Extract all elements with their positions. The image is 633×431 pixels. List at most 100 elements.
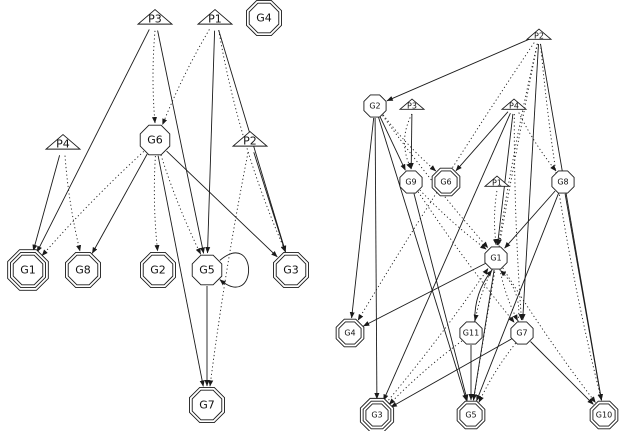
left-node-G7[interactable]: G7	[188, 387, 226, 423]
octagon-shape	[142, 254, 174, 286]
node-label: P4	[509, 102, 519, 111]
left-node-G3[interactable]: G3	[273, 251, 309, 288]
right-edge-P4-to-G8	[518, 112, 557, 172]
right-edge-G2-to-G5	[378, 117, 468, 402]
right-node-G6[interactable]: G6	[431, 167, 461, 197]
node-label: G7	[516, 329, 527, 338]
right-node-G1[interactable]: G1	[484, 246, 508, 270]
right-edge-G8-to-G1	[504, 190, 556, 249]
right-edge-G2-to-G6	[382, 114, 437, 172]
right-edge-G1-to-G7	[499, 269, 519, 321]
node-label: G1	[20, 264, 36, 277]
octagon-shape	[459, 403, 483, 427]
right-edge-G7-to-G10	[530, 341, 594, 405]
right-node-G9[interactable]: G9	[399, 170, 423, 194]
left-node-P4[interactable]: P4	[44, 133, 82, 151]
right-node-P2[interactable]: P2	[525, 28, 553, 41]
node-label: G11	[463, 329, 479, 338]
left-node-G5[interactable]: G5	[191, 254, 223, 286]
left-edge-G6-to-G5	[160, 154, 202, 255]
left-node-G8[interactable]: G8	[64, 251, 102, 288]
triangle-shape	[136, 8, 174, 25]
right-edge-P3-to-G9	[404, 113, 413, 170]
left-edge-P4-to-G8	[64, 155, 82, 252]
left-node-G2[interactable]: G2	[139, 251, 177, 288]
right-edge-P2-to-G2	[386, 38, 531, 102]
right-node-G5[interactable]: G5	[456, 400, 486, 430]
right-edge-G2-to-G3	[374, 117, 380, 400]
right-edge-P4-to-G7	[513, 113, 524, 321]
left-node-P2[interactable]: P2	[231, 130, 269, 148]
node-label: P2	[243, 135, 257, 148]
node-label: G6	[147, 134, 163, 147]
right-edge-G8-to-G10	[564, 193, 603, 401]
right-edge-P4-to-G3	[383, 113, 511, 401]
octagon-shape	[248, 2, 280, 34]
left-node-P3[interactable]: P3	[136, 8, 174, 26]
node-label: P2	[534, 32, 544, 41]
octagon-shape	[592, 403, 616, 427]
left-node-G6[interactable]: G6	[139, 124, 171, 156]
octagon-shape	[459, 321, 483, 345]
node-label: P4	[56, 138, 70, 151]
node-label: G3	[283, 264, 299, 277]
node-label: P1	[492, 179, 502, 188]
right-node-G2[interactable]: G2	[363, 94, 387, 118]
right-edge-P4-to-G6	[455, 111, 509, 172]
left-edge-G5-to-G5	[219, 252, 250, 288]
left-edge-P2-to-G3	[253, 152, 286, 253]
right-node-G4[interactable]: G4	[335, 318, 365, 348]
right-graph-edges	[349, 38, 603, 408]
left-node-P1[interactable]: P1	[196, 8, 234, 26]
node-label: G10	[596, 411, 612, 420]
octagon-shape	[399, 170, 423, 194]
node-label: G8	[75, 264, 91, 277]
left-edge-P2-to-G7	[208, 152, 249, 387]
right-edge-P3-to-G9	[408, 113, 414, 170]
node-label: G5	[465, 411, 476, 420]
octagon-shape	[191, 254, 223, 286]
right-edge-G3-to-G1	[385, 268, 489, 404]
right-edge-G11-to-G1	[474, 270, 493, 322]
right-node-G7[interactable]: G7	[510, 321, 534, 345]
octagon-shape	[365, 403, 389, 427]
right-node-P1[interactable]: P1	[483, 175, 511, 188]
triangle-shape	[44, 133, 82, 150]
node-label: G2	[369, 102, 380, 111]
right-edge-G2-to-G9	[379, 116, 406, 171]
triangle-shape	[483, 175, 511, 187]
triangle-shape	[525, 28, 553, 40]
right-node-G11[interactable]: G11	[459, 321, 483, 345]
node-label: P3	[407, 102, 417, 111]
left-edge-P3-to-G5	[157, 30, 205, 254]
octagon-shape	[510, 321, 534, 345]
right-node-G3[interactable]: G3	[359, 397, 395, 431]
octagon-shape	[67, 254, 99, 286]
node-label: G3	[371, 411, 382, 420]
left-node-G1[interactable]: G1	[7, 249, 49, 291]
left-node-G4[interactable]: G4	[245, 0, 282, 36]
left-edge-P3-to-G6	[151, 30, 157, 124]
right-edge-G1-to-G11	[473, 269, 493, 322]
node-label: G4	[344, 329, 355, 338]
left-edge-G6-to-G1	[41, 151, 145, 256]
left-edge-G6-to-G2	[153, 155, 160, 252]
octagon-shape	[338, 321, 362, 345]
left-edge-P3-to-G1	[36, 29, 150, 253]
octagon-shape	[139, 124, 171, 156]
right-edge-G7-to-G3	[390, 338, 512, 408]
node-label: P3	[148, 13, 162, 26]
left-edge-P4-to-G1	[32, 155, 61, 252]
right-edge-P2-to-G7	[520, 43, 539, 321]
right-node-G10[interactable]: G10	[589, 400, 619, 430]
right-node-G8[interactable]: G8	[551, 170, 575, 194]
octagon-shape	[551, 170, 575, 194]
right-node-P3[interactable]: P3	[398, 98, 426, 111]
right-node-P4[interactable]: P4	[500, 98, 528, 111]
right-edge-G2-to-G4	[349, 117, 375, 319]
octagon-shape	[12, 254, 44, 286]
